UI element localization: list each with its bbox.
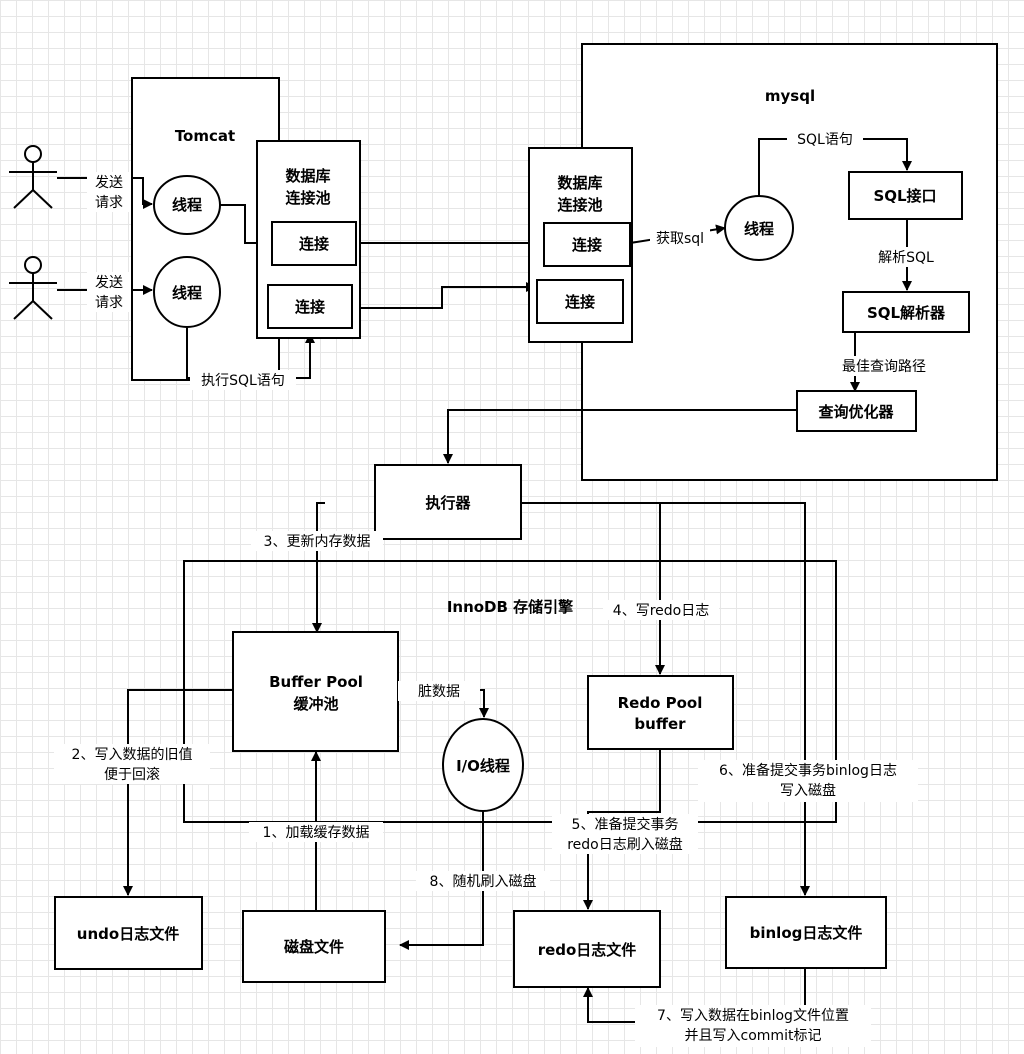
sql-interface-box[interactable]: SQL接口: [848, 171, 963, 220]
pool1-label-2: 连接池: [285, 189, 330, 207]
edge-label-step4: 4、写redo日志: [603, 600, 719, 620]
innodb-title: InnoDB 存储引擎: [447, 598, 573, 616]
io-thread-label: I/O线程: [456, 757, 510, 775]
executor-box[interactable]: 执行器: [374, 464, 522, 540]
edge-redobuffer-redofile: [583, 749, 661, 910]
edge-label-step6: 6、准备提交事务binlog日志 写入磁盘: [698, 760, 918, 802]
step2-text-1: 2、写入数据的旧值: [72, 747, 193, 763]
edge-label-send-1: 发送 请求: [87, 172, 131, 212]
connection-3[interactable]: 连接: [543, 222, 631, 267]
disk-file[interactable]: 磁盘文件: [242, 910, 386, 983]
sql-parser-box[interactable]: SQL解析器: [842, 291, 970, 333]
redo-buffer-box[interactable]: Redo Pool buffer: [587, 675, 734, 750]
redo-buffer-label-1: Redo Pool: [618, 694, 703, 712]
step3-text: 3、更新内存数据: [264, 534, 371, 550]
step8-text: 8、随机刷入磁盘: [430, 873, 537, 890]
edge-label-step1: 1、加载缓存数据: [249, 822, 383, 842]
edge-executor-bufferpool: [312, 502, 325, 633]
sql-parser-label: SQL解析器: [867, 304, 946, 322]
edge-io-disk: [399, 810, 484, 950]
edge-label-exec-sql: 执行SQL语句: [190, 370, 296, 390]
user-icon-1: [9, 145, 57, 209]
edge-label-sql-stmt: SQL语句: [787, 129, 863, 149]
dirty-data-text: 脏数据: [418, 684, 460, 700]
buffer-pool-box[interactable]: Buffer Pool 缓冲池: [232, 631, 399, 752]
edge-bufferpool-undo: [123, 689, 233, 896]
step1-text: 1、加载缓存数据: [263, 825, 370, 841]
edge-label-get-sql: 获取sql: [650, 229, 710, 249]
innodb-container: [183, 560, 837, 823]
undo-log-file[interactable]: undo日志文件: [54, 896, 203, 970]
connection-2[interactable]: 连接: [267, 284, 353, 329]
binlog-file[interactable]: binlog日志文件: [725, 896, 887, 969]
redo-buffer-label-2: buffer: [634, 715, 686, 733]
edge-label-step7: 7、写入数据在binlog文件位置 并且写入commit标记: [635, 1005, 871, 1047]
step6-text-2: 写入磁盘: [780, 782, 836, 799]
send2-text-2: 请求: [95, 295, 123, 311]
conn1-label: 连接: [299, 235, 329, 253]
pool2-label-1: 数据库: [557, 174, 602, 192]
thread-mysql-label: 线程: [744, 220, 774, 238]
thread1-label: 线程: [172, 196, 202, 214]
step4-text: 4、写redo日志: [613, 603, 709, 619]
pool2-label-2: 连接池: [557, 196, 602, 214]
thread-node-2[interactable]: 线程: [153, 256, 221, 328]
thread2-label: 线程: [172, 284, 202, 302]
edge-label-step5: 5、准备提交事务 redo日志刷入磁盘: [552, 814, 698, 854]
step7-text-1: 7、写入数据在binlog文件位置: [657, 1008, 849, 1024]
conn3-label: 连接: [572, 236, 602, 254]
tomcat-title: Tomcat: [175, 127, 235, 145]
thread-node-mysql[interactable]: 线程: [724, 195, 794, 261]
sql-interface-label: SQL接口: [873, 187, 936, 205]
step6-text-1: 6、准备提交事务binlog日志: [719, 762, 897, 779]
edge-label-step8: 8、随机刷入磁盘: [416, 871, 550, 891]
send1-text-2: 请求: [95, 195, 123, 211]
conn2-label: 连接: [295, 298, 325, 316]
buffer-pool-label-2: 缓冲池: [293, 695, 338, 713]
binlog-file-label: binlog日志文件: [750, 924, 863, 942]
mysql-title: mysql: [765, 87, 815, 105]
edge-optimizer-executor: [443, 409, 796, 464]
edge-label-parse-sql: 解析SQL: [868, 247, 944, 267]
best-path-text: 最佳查询路径: [842, 359, 926, 375]
exec-sql-text: 执行SQL语句: [201, 373, 285, 389]
pool1-label-1: 数据库: [285, 167, 330, 185]
step5-text-1: 5、准备提交事务: [572, 816, 679, 833]
executor-label: 执行器: [425, 494, 471, 512]
step2-text-2: 便于回滚: [104, 766, 160, 783]
edge-label-send-2: 发送 请求: [87, 272, 131, 312]
edge-label-dirty-data: 脏数据: [398, 681, 480, 701]
undo-file-label: undo日志文件: [77, 925, 179, 943]
parse-sql-text: 解析SQL: [878, 250, 934, 266]
disk-file-label: 磁盘文件: [284, 938, 344, 956]
edge-conn2-conn4: [352, 282, 536, 309]
query-optimizer-label: 查询优化器: [818, 403, 894, 421]
redo-file-label: redo日志文件: [538, 941, 637, 959]
query-optimizer-box[interactable]: 查询优化器: [796, 390, 917, 432]
connection-4[interactable]: 连接: [536, 279, 624, 324]
connection-1[interactable]: 连接: [271, 221, 357, 266]
io-thread-node[interactable]: I/O线程: [442, 718, 524, 812]
sql-stmt-text: SQL语句: [797, 132, 853, 148]
user-icon-2: [9, 256, 57, 320]
edge-label-best-path: 最佳查询路径: [830, 356, 938, 376]
conn4-label: 连接: [565, 293, 595, 311]
send1-text-1: 发送: [95, 175, 123, 191]
step5-text-2: redo日志刷入磁盘: [567, 836, 683, 853]
get-sql-text: 获取sql: [656, 231, 704, 247]
edge-label-step2: 2、写入数据的旧值 便于回滚: [54, 744, 210, 784]
step7-text-2: 并且写入commit标记: [685, 1028, 822, 1044]
redo-log-file[interactable]: redo日志文件: [513, 910, 661, 988]
edge-label-step3: 3、更新内存数据: [251, 531, 383, 551]
thread-node-1[interactable]: 线程: [153, 175, 221, 235]
send2-text-1: 发送: [95, 275, 123, 291]
edge-executor-redobuffer: [520, 502, 665, 675]
buffer-pool-label-1: Buffer Pool: [269, 673, 363, 691]
